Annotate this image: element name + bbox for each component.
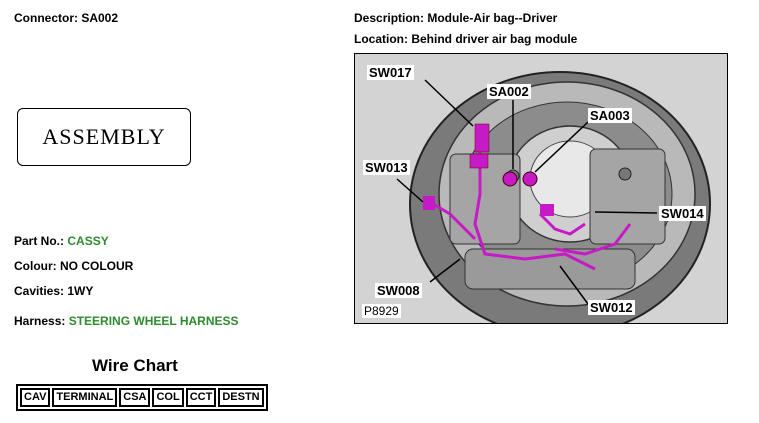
callout-sw017: SW017 bbox=[367, 65, 414, 80]
callout-sw014: SW014 bbox=[659, 206, 706, 221]
harness: Harness: STEERING WHEEL HARNESS bbox=[14, 314, 239, 328]
col-cav: CAV bbox=[20, 388, 51, 407]
part-no-label: Part No.: bbox=[14, 234, 65, 248]
col-terminal: TERMINAL bbox=[52, 388, 118, 407]
col-col: COL bbox=[152, 388, 184, 407]
harness-label: Harness: bbox=[14, 314, 66, 328]
figure-id: P8929 bbox=[362, 304, 401, 318]
airbag-module-illustration bbox=[396, 71, 711, 323]
callout-sa003: SA003 bbox=[588, 108, 632, 123]
wire-chart-table: CAV TERMINAL CSA COL CCT DESTN bbox=[16, 384, 268, 411]
description-label: Description: Module-Air bag--Driver bbox=[354, 11, 558, 25]
harness-value: STEERING WHEEL HARNESS bbox=[68, 314, 239, 328]
part-no-value: CASSY bbox=[67, 234, 109, 248]
location-label: Location: Behind driver air bag module bbox=[354, 32, 578, 46]
colour-label: Colour: NO COLOUR bbox=[14, 259, 134, 273]
callout-sa002: SA002 bbox=[487, 84, 531, 99]
connector-label: Connector: SA002 bbox=[14, 11, 119, 25]
wire-chart-title: Wire Chart bbox=[92, 356, 178, 375]
part-no: Part No.: CASSY bbox=[14, 234, 109, 248]
col-cct: CCT bbox=[185, 388, 217, 407]
callout-sw012: SW012 bbox=[588, 300, 635, 315]
col-csa: CSA bbox=[119, 388, 151, 407]
assembly-box: ASSEMBLY bbox=[17, 108, 191, 166]
callout-sw013: SW013 bbox=[363, 160, 410, 175]
col-destn: DESTN bbox=[218, 388, 264, 407]
assembly-text: ASSEMBLY bbox=[42, 124, 166, 149]
table-header-row: CAV TERMINAL CSA COL CCT DESTN bbox=[20, 388, 264, 407]
cavities-label: Cavities: 1WY bbox=[14, 284, 94, 298]
callout-sw008: SW008 bbox=[375, 283, 422, 298]
connector-location-figure: SW017 SA002 SA003 SW013 SW014 SW008 SW01… bbox=[354, 53, 728, 324]
